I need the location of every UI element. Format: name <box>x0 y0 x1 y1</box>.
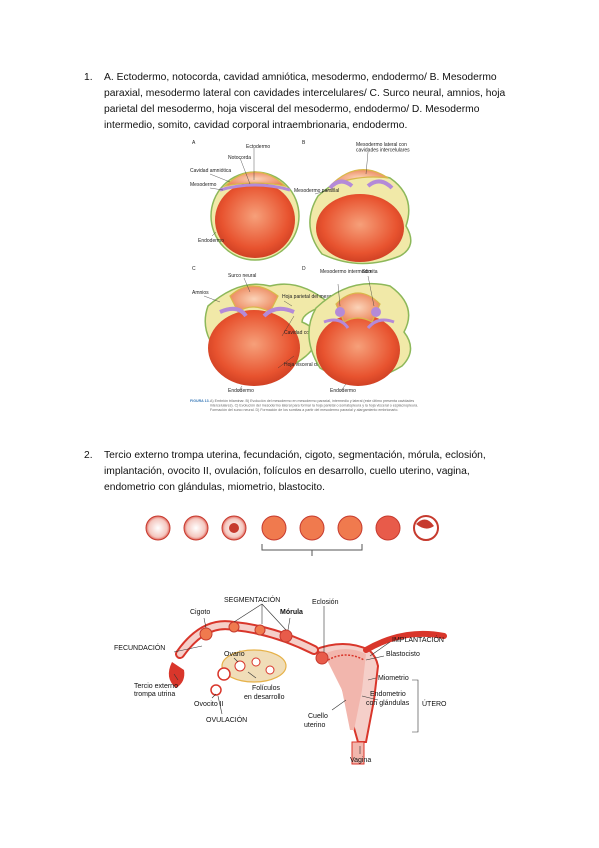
label-endodermo: Endodermo <box>198 238 224 244</box>
list-item-2: 2. Tercio externo trompa uterina, fecund… <box>84 448 524 496</box>
caption-text-body: A) Embrión trilaminar. B) Evolución del … <box>210 399 414 403</box>
label-hoja-visceral: Hoja visceral del mesodermo <box>284 362 349 368</box>
panel-letter: D <box>302 266 306 272</box>
caption-text-body-line: intercelulares). C) Evolución del mesode… <box>210 403 418 407</box>
label-blastocisto: Blastocisto <box>386 651 420 658</box>
item-text: A. Ectodermo, notocorda, cavidad amnióti… <box>104 72 506 131</box>
label-ovario: Ovario <box>224 651 245 658</box>
label-cuello: Cuello <box>308 713 328 720</box>
panel-letter: A <box>192 140 196 146</box>
label-endodermo: Endodermo <box>228 388 254 394</box>
item-number: 2. <box>84 450 93 461</box>
label-implantacion: IMPLANTACIÓN <box>392 635 444 644</box>
label-cavidad-amniotica: Cavidad amniótica <box>190 168 231 174</box>
caption-label: FIGURA 13. <box>190 399 210 403</box>
label-uterino: uterino <box>304 722 326 729</box>
label-surco-neural: Surco neural <box>228 273 256 279</box>
label-endometrio: Endometrio <box>370 691 406 698</box>
label-notocorda: Notocorda <box>228 155 251 161</box>
label-trompa-utrina: trompa utrina <box>134 691 175 698</box>
fallopian-tube <box>168 620 329 688</box>
uterus <box>311 630 447 765</box>
label-mesodermo-lateral: Mesodermo lateral con cavidades intercel… <box>356 142 410 154</box>
panel-c: C Surco neural Amnios Hoja parietal del … <box>192 266 360 394</box>
label-foliculos: Folículos <box>252 685 281 692</box>
label-endodermo: Endodermo <box>330 388 356 394</box>
label-mesodermo: Mesodermo <box>190 182 217 188</box>
ovary <box>210 649 287 696</box>
label-ectodermo: Ectodermo <box>246 144 270 150</box>
panel-d: D Mesodermo intermedio Somita Endodermo <box>302 266 412 394</box>
caption-text-body-line: Formación del surco neural. D) Formación… <box>210 408 398 412</box>
panel-a: A Ectodermo Notocorda Cavidad amniótica … <box>190 140 300 261</box>
leader-lines <box>173 603 419 754</box>
mesoderm-figure: A Ectodermo Notocorda Cavidad amniótica … <box>190 136 420 416</box>
label-miometrio: Miometrio <box>378 675 409 682</box>
label-somita: Somita <box>362 269 378 275</box>
label-mesodermo-paraxial: Mesodermo paraxial <box>294 188 339 194</box>
label-utero: ÚTERO <box>422 699 447 708</box>
caption-text: A) Embrión trilaminar. B) Evolución del … <box>210 399 418 412</box>
mesoderm-diagram: A Ectodermo Notocorda Cavidad amniótica … <box>190 140 418 412</box>
label-ovulacion: OVULACIÓN <box>206 715 247 724</box>
figure-caption: FIGURA 13. A) Embrión trilaminar. B) Evo… <box>190 399 418 412</box>
label-amnios: Amnios <box>192 290 209 296</box>
fertilization-diagram: SEGMENTACIÓN Eclosión Cigoto Mórula FECU… <box>114 515 447 765</box>
label-mesodermo-intermedio: Mesodermo intermedio <box>320 269 371 275</box>
stage-row <box>145 515 439 556</box>
label-mesodermo-lateral-text: Mesodermo lateral con <box>356 142 407 148</box>
fertilization-figure: SEGMENTACIÓN Eclosión Cigoto Mórula FECU… <box>114 510 454 770</box>
list-item-1: 1. A. Ectodermo, notocorda, cavidad amni… <box>84 70 524 134</box>
label-ovocito: Ovocito II <box>194 701 224 708</box>
label-fecundacion: FECUNDACIÓN <box>114 643 165 652</box>
panel-b: B Mesodermo lateral con cavidades interc… <box>294 140 412 265</box>
item-text: Tercio externo trompa uterina, fecundaci… <box>104 450 486 493</box>
label-eclosion: Eclosión <box>312 599 339 606</box>
label-con-glandulas: con glándulas <box>366 700 410 707</box>
label-en-desarrollo: en desarrollo <box>244 694 285 701</box>
label-hoja-parietal: Hoja parietal del mesodermo <box>282 294 346 300</box>
panel-letter: C <box>192 266 196 272</box>
label-segmentacion: SEGMENTACIÓN <box>224 595 280 604</box>
label-vagina: Vagina <box>350 757 371 764</box>
label-morula: Mórula <box>280 609 303 616</box>
label-cigoto: Cigoto <box>190 609 210 616</box>
label-mesodermo-lateral-text-line: cavidades intercelulares <box>356 148 410 154</box>
panel-letter: B <box>302 140 306 146</box>
label-tercio-externo: Tercio externo <box>134 683 178 690</box>
item-number: 1. <box>84 72 93 83</box>
